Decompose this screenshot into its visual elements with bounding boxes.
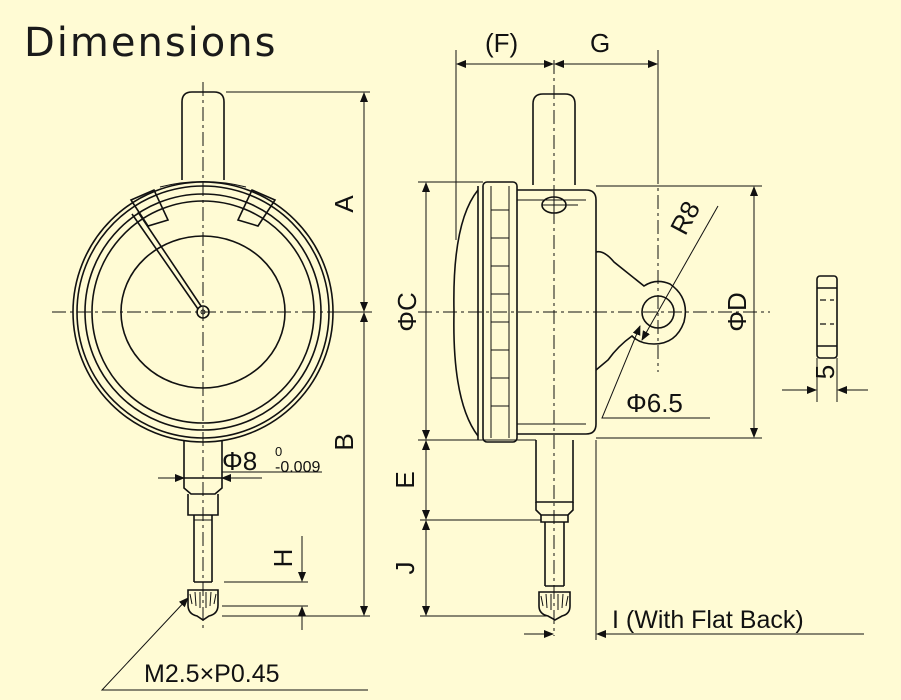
side-contact-point	[538, 591, 571, 621]
dim-label-I: I (With Flat Back)	[612, 606, 804, 634]
dim-label-phi6-5: Φ6.5	[626, 388, 683, 418]
front-pointer	[131, 211, 202, 310]
front-contact-point	[187, 589, 219, 621]
dim-label-phi8: Φ8	[222, 446, 257, 476]
dim-label-phi8-lower-tol: -0.009	[275, 459, 320, 476]
dim-label-E: E	[390, 471, 420, 488]
side-view	[418, 60, 770, 636]
dim-label-D: ΦD	[722, 292, 752, 332]
dim-label-C: ΦC	[392, 292, 422, 332]
dim-label-A: A	[329, 195, 359, 213]
dim-label-thread: M2.5×P0.45	[144, 660, 280, 688]
side-lug	[595, 250, 687, 371]
side-bottom-stem	[535, 440, 574, 503]
dim-label-B: B	[329, 433, 359, 450]
front-clip-right	[236, 188, 277, 227]
dim-label-F: (F)	[485, 28, 518, 58]
dim-label-5: 5	[810, 365, 840, 379]
front-dimensions	[100, 91, 372, 691]
lug-detail-body	[816, 275, 838, 359]
dim-label-J: J	[390, 562, 420, 575]
front-view	[52, 82, 360, 630]
front-clip-left	[129, 188, 170, 227]
dim-label-R8: R8	[664, 196, 706, 239]
lug-detail	[782, 275, 868, 402]
side-bezel	[482, 181, 518, 443]
dim-label-phi8-upper-tol: 0	[275, 444, 282, 459]
side-crystal	[453, 189, 479, 437]
side-dimensions	[418, 50, 864, 640]
dim-label-G: G	[590, 28, 610, 58]
dim-label-H: H	[268, 549, 298, 568]
page-title: Dimensions	[24, 20, 278, 66]
